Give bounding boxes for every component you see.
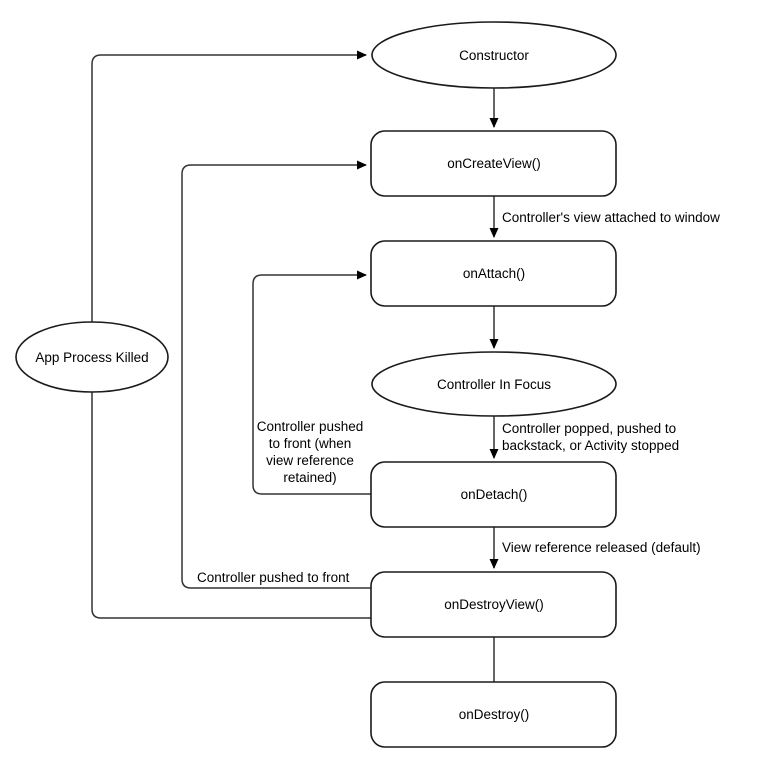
node-app-process-killed-label: App Process Killed — [35, 350, 148, 365]
node-ondestroy-label: onDestroy() — [459, 707, 530, 722]
node-onattach-label: onAttach() — [463, 266, 525, 281]
edge-label-view-attached: Controller's view attached to window — [502, 210, 720, 225]
node-controller-in-focus — [371, 351, 617, 417]
edge-label-pushed-front-retained-line4: retained) — [283, 470, 336, 485]
node-ondetach — [370, 461, 617, 528]
edge-label-pushed-front-retained-line3: view reference — [266, 453, 354, 468]
edge-label-controller-popped-line1: Controller popped, pushed to — [502, 421, 676, 436]
edge-label-view-released: View reference released (default) — [502, 540, 701, 555]
node-oncreateview — [370, 130, 617, 197]
node-ondestroyview-label: onDestroyView() — [444, 597, 544, 612]
node-controller-in-focus-label: Controller In Focus — [437, 377, 551, 392]
edge-ondetach-to-onattach — [252, 270, 371, 495]
edge-labels: Controller's view attached to window Con… — [197, 210, 720, 585]
node-ondestroyview — [370, 571, 617, 638]
node-constructor — [371, 21, 617, 89]
edge-label-pushed-front-retained-line2: to front (when — [269, 436, 352, 451]
nodes: Constructor onCreateView() onAttach() Co… — [15, 21, 617, 748]
node-oncreateview-label: onCreateView() — [447, 156, 541, 171]
node-ondestroy — [370, 681, 617, 748]
edge-label-pushed-front: Controller pushed to front — [197, 570, 350, 585]
node-ondetach-label: onDetach() — [461, 487, 528, 502]
edge-ondestroyview-to-oncreateview — [181, 160, 371, 589]
node-constructor-label: Constructor — [459, 48, 529, 63]
edge-label-controller-popped-line2: backstack, or Activity stopped — [502, 438, 679, 453]
edge-label-pushed-front-retained-line1: Controller pushed — [257, 419, 364, 434]
node-app-process-killed — [15, 321, 169, 393]
node-onattach — [370, 240, 617, 307]
